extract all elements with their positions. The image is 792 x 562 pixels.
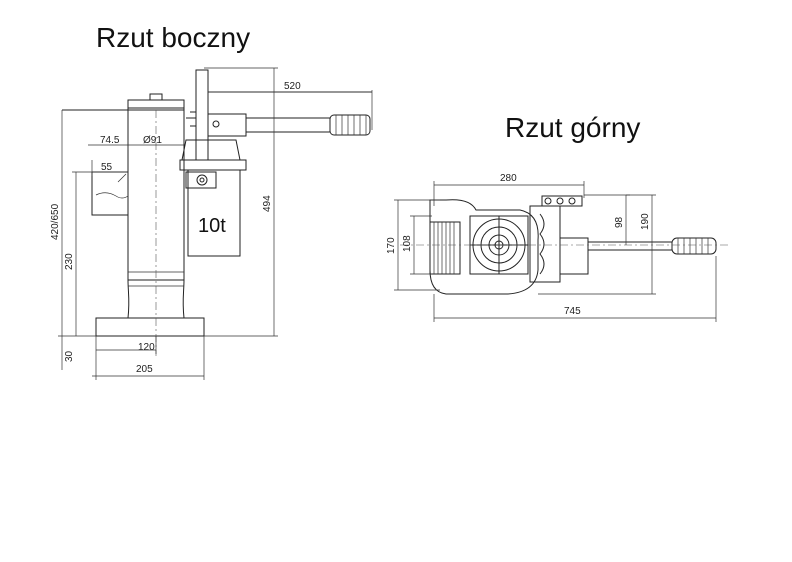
dim-494: 494 — [262, 195, 273, 212]
top-handle-grip — [671, 237, 717, 255]
dim-108: 108 — [402, 235, 413, 252]
dim-98: 98 — [614, 216, 625, 228]
cylinder-body — [127, 107, 185, 281]
capacity-label: 10t — [198, 215, 226, 237]
side-view-drawing — [58, 67, 373, 380]
dim-745: 745 — [564, 306, 581, 317]
top-view-drawing — [394, 181, 728, 322]
dim-280: 280 — [500, 173, 517, 184]
top-view-title: Rzut górny — [505, 112, 641, 143]
dim-205: 205 — [136, 364, 153, 375]
dim-55: 55 — [101, 162, 113, 173]
handle-grip — [329, 114, 371, 136]
dim-190: 190 — [640, 213, 651, 230]
top-body — [429, 199, 539, 295]
dim-520: 520 — [284, 81, 301, 92]
dim-170: 170 — [386, 237, 397, 254]
dim-74-5: 74.5 — [100, 135, 120, 146]
dim-30: 30 — [64, 350, 75, 362]
pump-post — [195, 69, 209, 161]
dim-diameter-91: Ø91 — [143, 135, 162, 146]
dim-120: 120 — [138, 342, 155, 353]
dim-230: 230 — [64, 253, 75, 270]
base-plate — [95, 317, 205, 337]
side-view-title: Rzut boczny — [96, 22, 251, 53]
pump-reservoir — [187, 169, 241, 257]
dim-420-650: 420/650 — [50, 203, 61, 240]
